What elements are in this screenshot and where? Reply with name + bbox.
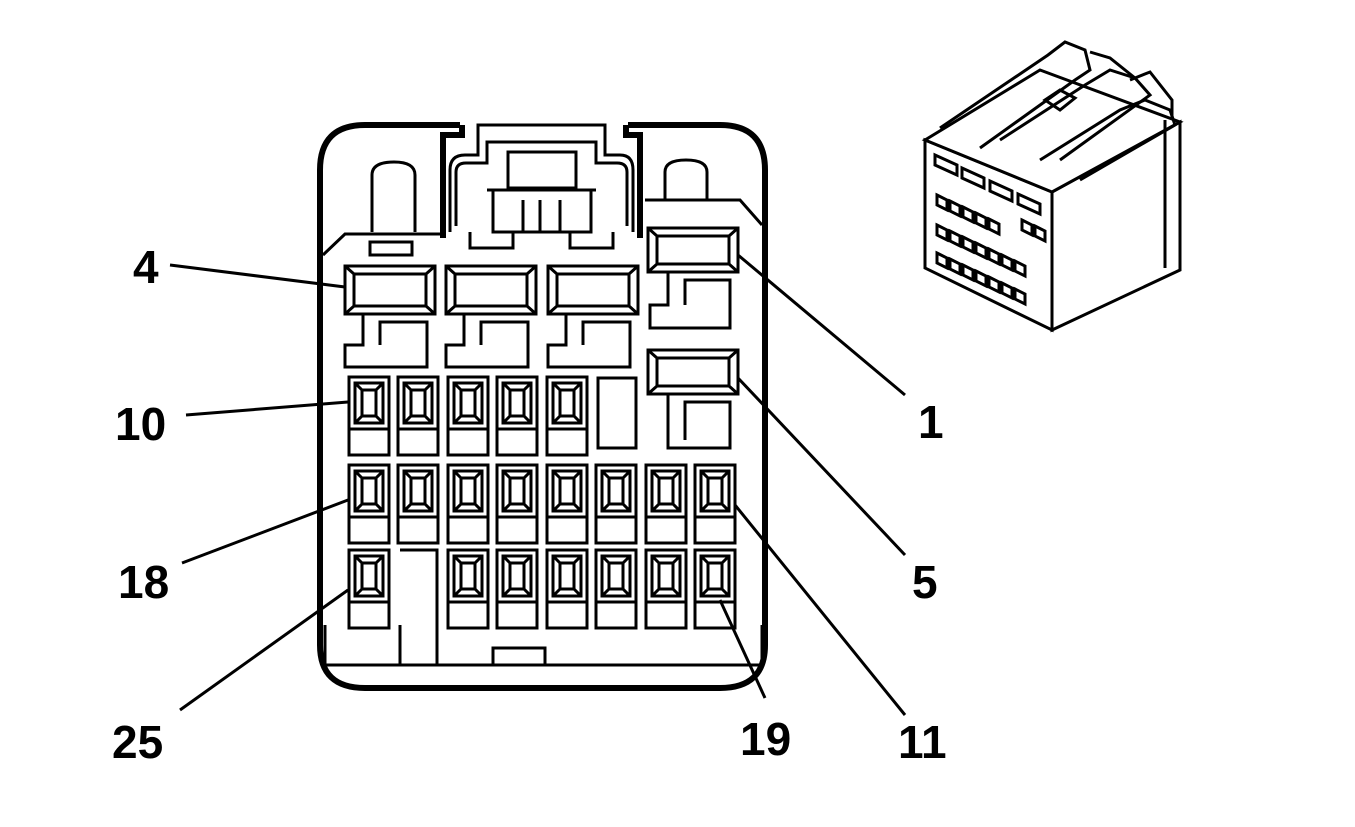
small-cavity <box>545 463 589 545</box>
small-cavity <box>545 548 589 630</box>
label-pin-11: 11 <box>898 716 947 768</box>
label-pin-4: 4 <box>133 241 159 293</box>
small-cavity <box>594 463 638 545</box>
small-cavity <box>446 548 490 630</box>
label-pin-5: 5 <box>912 556 938 608</box>
large-cavity-pin-1 <box>646 226 740 330</box>
label-pin-1: 1 <box>918 396 944 448</box>
small-cavity <box>495 463 539 545</box>
small-cavity <box>446 463 490 545</box>
small-cavity <box>446 375 490 457</box>
small-cavity <box>644 548 688 630</box>
large-cavity <box>444 264 538 369</box>
small-cavity <box>347 463 391 545</box>
label-pin-18: 18 <box>118 556 169 608</box>
small-cavity <box>347 548 391 630</box>
label-pin-25: 25 <box>112 716 163 768</box>
connector-3d-view <box>921 40 1184 333</box>
small-cavity <box>495 548 539 630</box>
small-cavity <box>347 375 391 457</box>
housing-outline <box>317 122 768 691</box>
leader-lines <box>169 253 907 716</box>
left-post <box>370 160 417 232</box>
pin-labels: 4 10 18 25 1 5 11 19 <box>112 241 947 768</box>
small-cavity <box>396 375 440 457</box>
large-cavity-pin-5 <box>646 348 740 450</box>
small-cavity <box>594 548 638 630</box>
right-post <box>663 158 709 200</box>
large-cavity <box>546 264 640 369</box>
connector-face <box>317 122 768 691</box>
small-cavity <box>495 375 539 457</box>
large-cavity <box>343 264 437 369</box>
label-pin-19: 19 <box>740 713 791 765</box>
latch <box>440 123 643 250</box>
small-cavity <box>693 463 737 545</box>
small-cavity-grid <box>347 375 737 630</box>
small-cavity <box>644 463 688 545</box>
blank-cavity <box>596 376 638 450</box>
iso-pin-cells <box>933 152 1047 307</box>
small-cavity <box>545 375 589 457</box>
small-cavity <box>396 463 440 545</box>
label-pin-10: 10 <box>115 398 166 450</box>
